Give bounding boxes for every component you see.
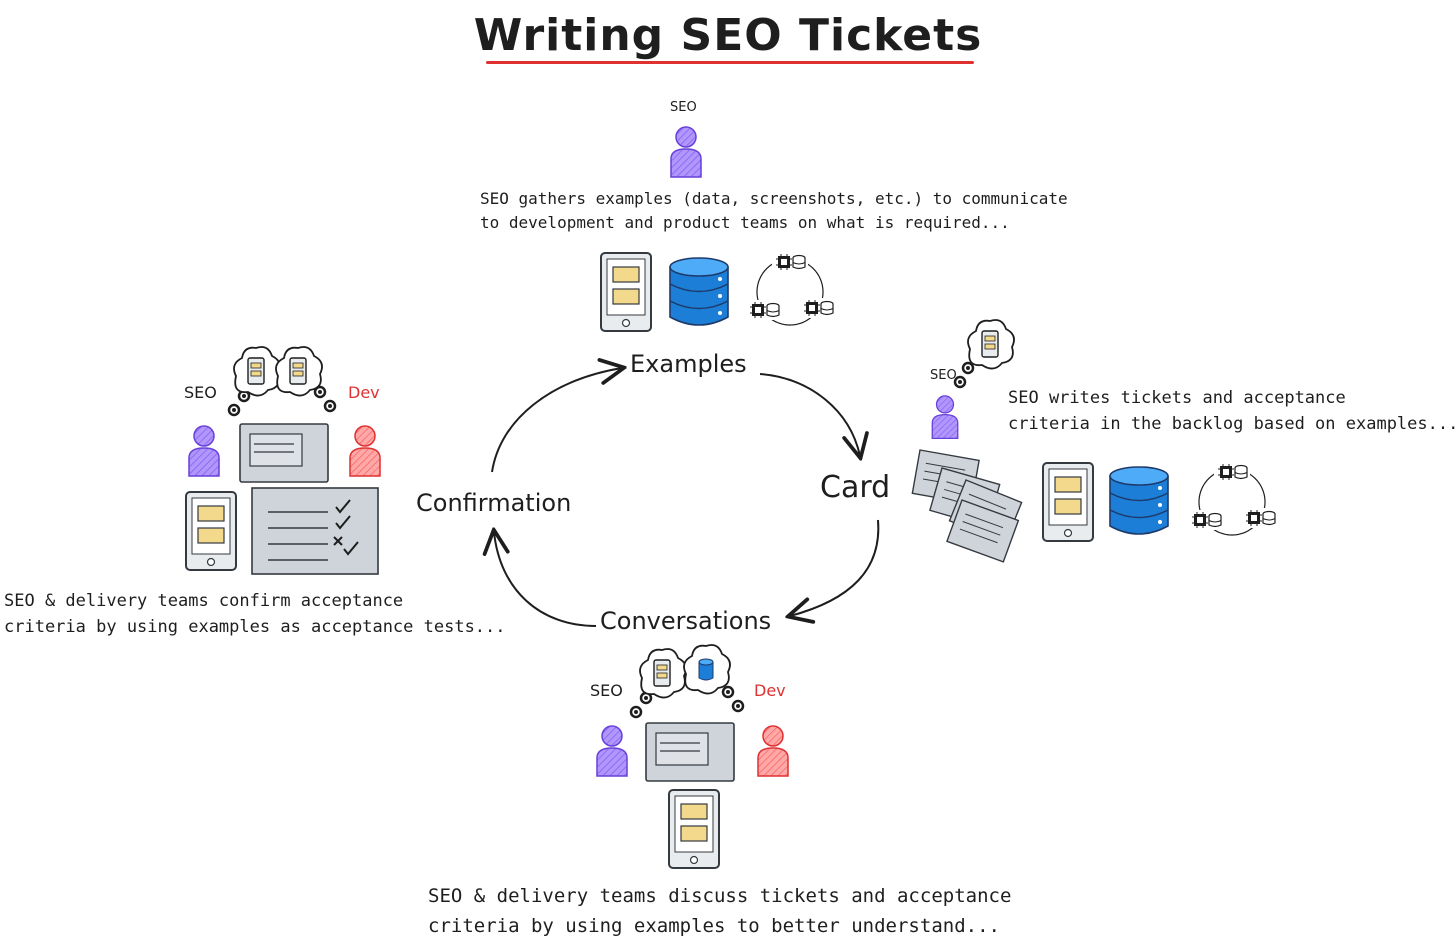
tablet-icon bbox=[600, 252, 652, 332]
monitor-icon bbox=[239, 423, 329, 483]
dev-person-icon bbox=[349, 425, 381, 477]
role-label-dev: Dev bbox=[348, 383, 380, 402]
arrow-conversations-to-confirmation bbox=[494, 532, 597, 627]
title-underline bbox=[486, 61, 974, 64]
thought-bubble-icon bbox=[275, 346, 323, 397]
seo-person-icon bbox=[670, 126, 702, 178]
role-label-seo: SEO bbox=[930, 368, 957, 383]
tablet-icon bbox=[1042, 462, 1094, 542]
thought-bubble-icon bbox=[967, 319, 1015, 370]
stage-label-examples: Examples bbox=[630, 350, 747, 378]
stage-label-conversations: Conversations bbox=[600, 607, 772, 635]
stage-label-card: Card bbox=[820, 470, 891, 505]
tablet-icon bbox=[185, 491, 237, 571]
arrow-card-to-conversations bbox=[790, 519, 880, 616]
tablet-icon bbox=[668, 789, 720, 869]
server-cycle-icon bbox=[1188, 462, 1278, 535]
caption-examples: SEO gathers examples (data, screenshots,… bbox=[480, 189, 1068, 232]
ticket-stack-icon bbox=[911, 449, 1023, 563]
seo-person-icon bbox=[931, 395, 959, 440]
confirmation-illustration bbox=[185, 346, 381, 575]
role-label-seo: SEO bbox=[590, 681, 623, 700]
thought-bubble-icon bbox=[233, 346, 281, 397]
card-illustration bbox=[911, 319, 1278, 563]
thought-bubble-icon bbox=[683, 644, 731, 695]
server-cycle-icon bbox=[746, 252, 836, 325]
seo-person-icon bbox=[596, 725, 628, 777]
role-label-seo: SEO bbox=[184, 383, 217, 402]
database-icon bbox=[669, 257, 729, 326]
role-label-seo: SEO bbox=[670, 100, 697, 115]
role-label-dev: Dev bbox=[754, 681, 786, 700]
seo-person-icon bbox=[188, 425, 220, 477]
caption-confirmation: SEO & delivery teams confirm acceptance … bbox=[4, 591, 506, 637]
database-icon bbox=[1109, 466, 1169, 535]
diagram-title: Writing SEO Tickets bbox=[473, 10, 983, 61]
monitor-icon bbox=[645, 722, 735, 782]
arrow-confirmation-to-examples bbox=[491, 368, 622, 473]
thought-bubble-icon bbox=[639, 648, 687, 699]
dev-person-icon bbox=[757, 725, 789, 777]
arrow-examples-to-card bbox=[759, 373, 860, 456]
caption-conversations: SEO & delivery teams discuss tickets and… bbox=[428, 885, 1012, 937]
stage-label-confirmation: Confirmation bbox=[416, 489, 572, 517]
caption-card: SEO writes tickets and acceptance criter… bbox=[1008, 388, 1456, 434]
cycle-arrows bbox=[491, 368, 880, 627]
conversations-illustration bbox=[596, 644, 789, 869]
checklist-icon bbox=[251, 487, 379, 575]
